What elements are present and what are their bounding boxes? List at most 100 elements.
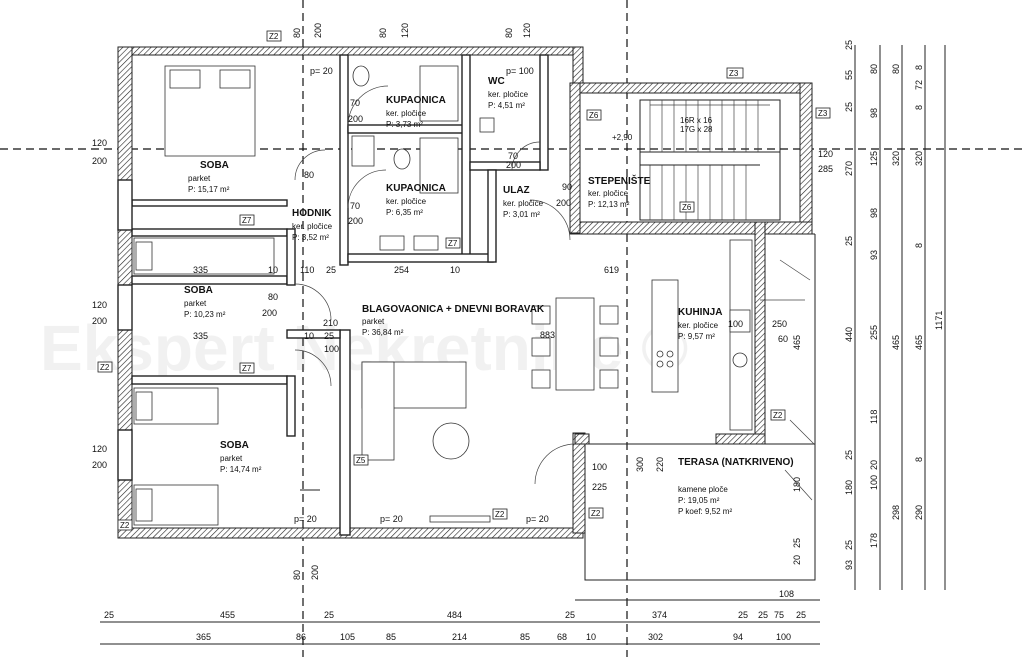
svg-text:80: 80 (268, 292, 278, 302)
left-dimensions: 120 200 120 200 120 200 (92, 138, 107, 470)
svg-text:200: 200 (92, 316, 107, 326)
wall-tag: Z6 (682, 203, 692, 212)
svg-text:200: 200 (310, 565, 320, 580)
svg-text:120: 120 (522, 23, 532, 38)
svg-text:25: 25 (844, 450, 854, 460)
svg-text:120: 120 (400, 23, 410, 38)
svg-text:200: 200 (506, 160, 521, 170)
wall-tag: Z7 (242, 364, 252, 373)
svg-text:10: 10 (586, 632, 596, 642)
svg-text:85: 85 (386, 632, 396, 642)
svg-text:80: 80 (504, 28, 514, 38)
svg-text:180: 180 (792, 477, 802, 492)
room-area-wc: P: 4,51 m² (488, 101, 525, 110)
svg-text:68: 68 (557, 632, 567, 642)
svg-text:100: 100 (324, 344, 339, 354)
svg-text:10: 10 (450, 265, 460, 275)
terrace-outline (584, 233, 816, 581)
svg-text:100: 100 (728, 319, 743, 329)
svg-text:200: 200 (556, 198, 571, 208)
svg-text:290: 290 (914, 505, 924, 520)
room-area-bath2: P: 6,35 m² (386, 208, 423, 217)
room-area-living: P: 36,84 m² (362, 328, 404, 337)
room-area-bed1: P: 15,17 m² (188, 185, 230, 194)
svg-text:98: 98 (869, 108, 879, 118)
room-area-bath1: P: 3,73 m² (386, 120, 423, 129)
svg-text:75: 75 (774, 610, 784, 620)
wall-tag: Z2 (269, 32, 279, 41)
svg-text:320: 320 (891, 151, 901, 166)
room-finish-bath2: ker. pločice (386, 197, 427, 206)
svg-text:70: 70 (350, 98, 360, 108)
svg-text:93: 93 (869, 250, 879, 260)
svg-text:10: 10 (304, 331, 314, 341)
svg-text:180: 180 (844, 480, 854, 495)
wall-tag: Z6 (589, 111, 599, 120)
svg-text:25: 25 (565, 610, 575, 620)
svg-text:80: 80 (378, 28, 388, 38)
room-name-terrace: TERASA (NATKRIVENO) (678, 457, 794, 468)
svg-text:254: 254 (394, 265, 409, 275)
wall-tag: Z7 (448, 239, 458, 248)
svg-text:320: 320 (914, 151, 924, 166)
svg-text:20: 20 (869, 460, 879, 470)
svg-text:p= 20: p= 20 (310, 66, 333, 76)
svg-text:108: 108 (779, 589, 794, 599)
svg-text:8: 8 (914, 105, 924, 110)
room-name-bath2: KUPAONICA (386, 183, 446, 194)
svg-text:285: 285 (818, 164, 833, 174)
room-area-bed2: P: 10,23 m² (184, 310, 226, 319)
svg-text:94: 94 (733, 632, 743, 642)
svg-text:374: 374 (652, 610, 667, 620)
svg-text:p= 20: p= 20 (294, 514, 317, 524)
room-finish-wc: ker. pločice (488, 90, 529, 99)
wall-tag: Z7 (242, 216, 252, 225)
room-area-entry: P: 3,01 m² (503, 210, 540, 219)
room-finish-hall: ker. pločice (292, 222, 333, 231)
svg-text:120: 120 (92, 300, 107, 310)
room-name-bed2: SOBA (184, 285, 213, 296)
room-name-wc: WC (488, 76, 505, 87)
svg-text:200: 200 (313, 23, 323, 38)
svg-text:619: 619 (604, 265, 619, 275)
room-finish-living: parket (362, 317, 385, 326)
svg-text:25: 25 (844, 540, 854, 550)
room-finish-bed3: parket (220, 454, 243, 463)
svg-text:298: 298 (891, 505, 901, 520)
svg-text:10: 10 (268, 265, 278, 275)
svg-text:335: 335 (193, 331, 208, 341)
wall-tag: Z2 (591, 509, 601, 518)
svg-text:178: 178 (869, 533, 879, 548)
svg-text:455: 455 (220, 610, 235, 620)
svg-text:200: 200 (348, 114, 363, 124)
svg-text:125: 125 (869, 151, 879, 166)
svg-text:p= 100: p= 100 (506, 66, 534, 76)
svg-text:80: 80 (891, 64, 901, 74)
svg-text:25: 25 (758, 610, 768, 620)
svg-text:270: 270 (844, 161, 854, 176)
svg-text:98: 98 (869, 208, 879, 218)
level-mark: +2,90 (612, 133, 633, 142)
svg-text:8: 8 (914, 65, 924, 70)
room-labels: SOBA parket P: 15,17 m² SOBA parket P: 1… (184, 76, 794, 516)
svg-text:25: 25 (326, 265, 336, 275)
wall-tag: Z3 (818, 109, 828, 118)
room-finish-stairs: ker. pločice (588, 189, 629, 198)
room-finish-entry: ker. pločice (503, 199, 544, 208)
room-area-bed3: P: 14,74 m² (220, 465, 262, 474)
doors (294, 85, 576, 485)
top-dimensions: 80 200 80 120 80 120 80 200 (292, 23, 532, 580)
room-area-kitchen: P: 9,57 m² (678, 332, 715, 341)
svg-text:72: 72 (914, 80, 924, 90)
svg-text:60: 60 (778, 334, 788, 344)
wall-tag: Z2 (495, 510, 505, 519)
svg-text:120: 120 (92, 138, 107, 148)
svg-text:70: 70 (508, 151, 518, 161)
svg-text:484: 484 (447, 610, 462, 620)
svg-text:120: 120 (92, 444, 107, 454)
room-name-bed1: SOBA (200, 160, 229, 171)
room-name-bath1: KUPAONICA (386, 95, 446, 106)
svg-text:85: 85 (520, 632, 530, 642)
wall-tags: Z2 Z3 Z6 Z3 Z6 Z7 Z7 Z7 Z2 Z5 Z2 Z2 Z2 Z… (97, 30, 831, 531)
svg-text:200: 200 (348, 216, 363, 226)
